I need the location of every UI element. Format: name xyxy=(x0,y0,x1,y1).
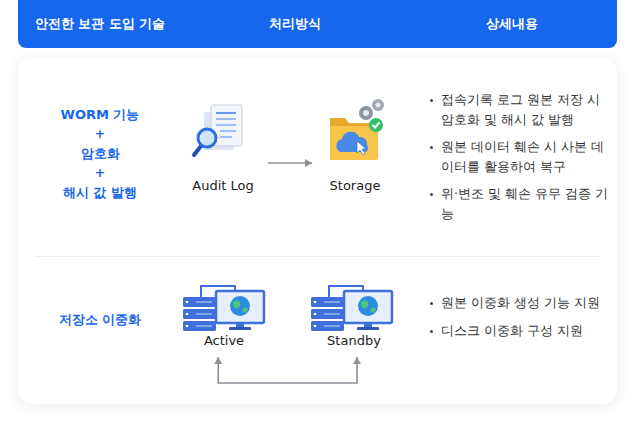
bullet-dot xyxy=(430,193,433,196)
node-label: Active xyxy=(176,331,272,351)
header-cell-text: 상세내용 xyxy=(486,14,538,34)
storage-node: Storage xyxy=(316,96,394,196)
connector xyxy=(214,357,361,383)
bullet-text: 접속기록 로그 원본 저장 시 암호화 및 해시 값 발행 xyxy=(441,90,613,130)
header-cell-text: 처리방식 xyxy=(269,14,321,34)
category-label: + xyxy=(20,124,180,144)
bullet-text: 원본 데이터 훼손 시 사본 데이터를 활용하여 복구 xyxy=(441,137,613,177)
category-label: 저장소 이중화 xyxy=(20,310,180,330)
bullet-text: 디스크 이중화 구성 지원 xyxy=(441,321,613,341)
connector xyxy=(268,159,312,167)
category-label: 암호화 xyxy=(20,144,180,164)
active-server-node: Active xyxy=(176,280,272,351)
standby-server-node: Standby xyxy=(304,280,404,351)
header-bar: 안전한 보관 도입 기술 처리방식 상세내용 xyxy=(18,0,617,48)
bullet-dot xyxy=(430,302,433,305)
storage-icon xyxy=(330,99,384,160)
bullet-text: 원본 이중화 생성 기능 지원 xyxy=(441,293,613,313)
category-label: + xyxy=(20,163,180,183)
node-label: Storage xyxy=(316,176,394,196)
row-divider xyxy=(34,256,600,257)
category-label: 해시 값 발행 xyxy=(20,183,180,203)
active-server-icon xyxy=(183,286,264,331)
header-cell-text: 안전한 보관 도입 기술 xyxy=(35,14,166,34)
bullet-dot xyxy=(430,99,433,102)
category-label: WORM 기능 xyxy=(20,105,180,125)
node-label: Standby xyxy=(304,331,404,351)
audit-log-node: Audit Log xyxy=(184,96,262,196)
standby-server-icon xyxy=(311,286,392,331)
bullet-text: 위·변조 및 훼손 유무 검증 기능 xyxy=(441,184,613,224)
bullet-dot xyxy=(430,330,433,333)
audit-log-icon xyxy=(194,105,242,155)
bullet-dot xyxy=(430,146,433,149)
node-label: Audit Log xyxy=(184,176,262,196)
